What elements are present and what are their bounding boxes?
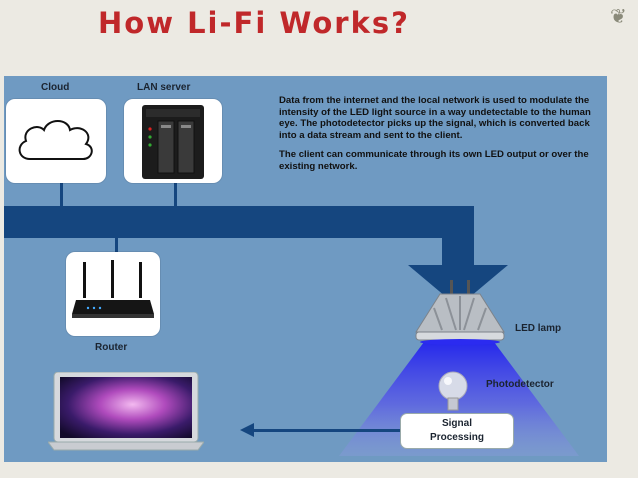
laptop-icon bbox=[48, 372, 204, 451]
router-icon bbox=[72, 260, 154, 318]
signal-processing-line-2: Processing bbox=[430, 432, 484, 443]
photodetector-icon bbox=[438, 371, 468, 411]
cloud-connector bbox=[60, 181, 63, 208]
server-icon bbox=[142, 105, 204, 179]
lan-server-label: LAN server bbox=[137, 82, 191, 93]
bus-drop bbox=[442, 206, 474, 268]
left-arrow-icon bbox=[240, 423, 254, 437]
cloud-card bbox=[6, 99, 106, 183]
description-paragraph-2: The client can communicate through its o… bbox=[279, 149, 589, 172]
lifi-diagram: Cloud LAN server Data from the internet … bbox=[4, 76, 607, 462]
signal-processing-line-1: Signal bbox=[441, 418, 472, 429]
decorative-ornament-icon: ❦ bbox=[610, 6, 627, 28]
router-card bbox=[66, 252, 160, 336]
photodetector-label: Photodetector bbox=[486, 379, 554, 390]
return-line bbox=[252, 429, 400, 432]
router-label: Router bbox=[95, 342, 128, 353]
led-lamp-label: LED lamp bbox=[515, 323, 562, 334]
network-bus bbox=[4, 206, 474, 238]
led-lamp-icon bbox=[415, 280, 505, 345]
router-connector bbox=[115, 236, 118, 252]
signal-processing-box: Signal Processing bbox=[400, 413, 514, 449]
lan-server-card bbox=[124, 99, 222, 183]
slide-title: How Li-Fi Works? bbox=[98, 6, 410, 40]
description-text: Data from the internet and the local net… bbox=[279, 95, 599, 181]
server-connector bbox=[174, 181, 177, 208]
description-paragraph-1: Data from the internet and the local net… bbox=[279, 95, 591, 141]
cloud-icon bbox=[18, 120, 93, 161]
cloud-label: Cloud bbox=[41, 82, 70, 93]
